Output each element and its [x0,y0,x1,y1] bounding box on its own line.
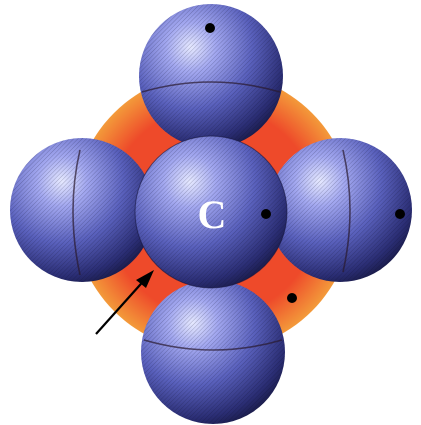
hydrogen-atom-right [268,138,412,282]
electron-dot [205,23,215,33]
electron-dot [261,209,271,219]
carbon-label: C [198,192,227,237]
electron-dot [287,293,297,303]
hydrogen-atom-left [10,138,154,282]
hydrogen-atom-bottom [141,280,285,424]
electron-dot [395,209,405,219]
